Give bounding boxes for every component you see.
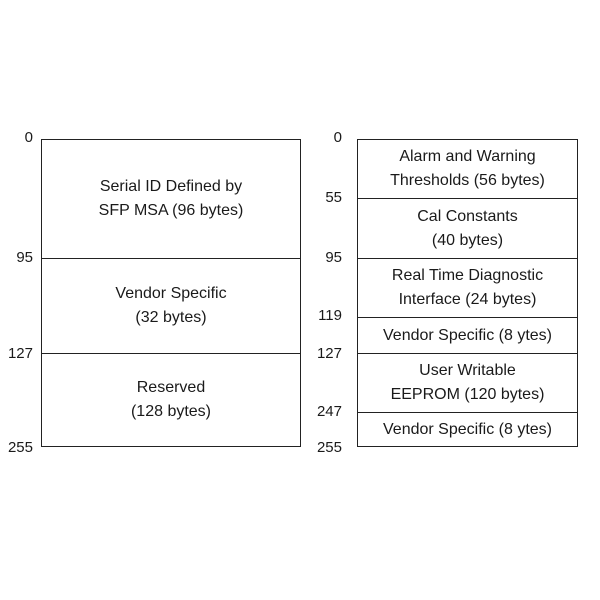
right-block-cal-constants-label: Cal Constants (40 bytes) [417, 207, 518, 249]
left-block-serial-id: Serial ID Defined by SFP MSA (96 bytes) [42, 140, 300, 258]
left-address-127: 127 [7, 345, 33, 362]
right-block-diagnostic-interface-label: Real Time Diagnostic Interface (24 bytes… [391, 267, 544, 308]
right-block-vendor-specific-1: Vendor Specific (8 ytes) [358, 317, 577, 353]
left-block-vendor-specific-label: Vendor Specific (32 bytes) [115, 285, 227, 326]
right-block-vendor-specific-2-label: Vendor Specific (8 ytes) [383, 420, 552, 438]
right-address-0: 0 [333, 129, 342, 146]
left-block-reserved-label: Reserved (128 bytes) [130, 379, 212, 420]
right-block-diagnostic-interface: Real Time Diagnostic Interface (24 bytes… [358, 258, 577, 317]
right-address-95: 95 [325, 249, 342, 266]
right-block-alarm-thresholds-label: Alarm and Warning Thresholds (56 bytes) [390, 148, 545, 189]
right-block-user-eeprom: User Writable EEPROM (120 bytes) [358, 353, 577, 412]
left-address-255: 255 [7, 439, 33, 456]
right-address-255: 255 [316, 439, 342, 456]
right-block-vendor-specific-2: Vendor Specific (8 ytes) [358, 412, 577, 446]
right-block-user-eeprom-label: User Writable EEPROM (120 bytes) [390, 362, 545, 403]
right-block-alarm-thresholds: Alarm and Warning Thresholds (56 bytes) [358, 140, 577, 198]
right-address-127: 127 [316, 345, 342, 362]
left-address-0: 0 [24, 129, 33, 146]
right-memory-map: Alarm and Warning Thresholds (56 bytes) … [357, 139, 578, 447]
left-address-95: 95 [16, 249, 33, 266]
left-block-vendor-specific: Vendor Specific (32 bytes) [42, 258, 300, 353]
right-block-cal-constants: Cal Constants (40 bytes) [358, 198, 577, 258]
left-block-reserved: Reserved (128 bytes) [42, 353, 300, 446]
right-address-247: 247 [316, 403, 342, 420]
right-address-119: 119 [318, 307, 342, 324]
right-block-vendor-specific-1-label: Vendor Specific (8 ytes) [383, 326, 552, 344]
left-block-serial-id-label: Serial ID Defined by SFP MSA (96 bytes) [98, 178, 244, 219]
left-memory-map: Serial ID Defined by SFP MSA (96 bytes) … [41, 139, 301, 447]
right-address-55: 55 [325, 189, 342, 206]
